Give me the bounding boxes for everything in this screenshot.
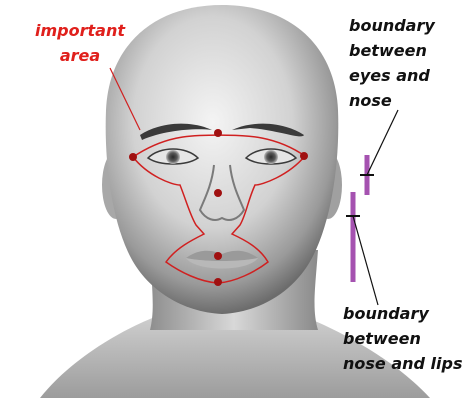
nose-lips-line-1: boundary	[343, 301, 462, 326]
nose-lips-line-2: between	[343, 326, 462, 351]
marker-left-eye-outer	[129, 153, 137, 161]
eyes-nose-pointer	[367, 110, 398, 175]
right-iris	[264, 150, 278, 164]
important-area-line-2: area	[28, 43, 132, 68]
marker-right-eye-outer	[300, 152, 308, 160]
marker-nose-tip	[214, 189, 222, 197]
left-iris	[166, 150, 180, 164]
eyes-nose-line-4: nose	[349, 88, 435, 113]
eyes-nose-line-1: boundary	[349, 13, 435, 38]
nose-lips-boundary-label: boundary between nose and lips	[343, 301, 462, 376]
eyes-nose-boundary-label: boundary between eyes and nose	[349, 13, 435, 113]
marker-lip-top	[214, 252, 222, 260]
eyes-nose-line-3: eyes and	[349, 63, 435, 88]
nose-lips-pointer	[353, 216, 378, 305]
eyes-nose-line-2: between	[349, 38, 435, 63]
important-area-line-1: important	[28, 18, 132, 43]
marker-lip-bottom	[214, 278, 222, 286]
marker-brow-center	[214, 129, 222, 137]
nose-lips-line-3: nose and lips	[343, 351, 462, 376]
important-area-label: important area	[28, 18, 132, 68]
